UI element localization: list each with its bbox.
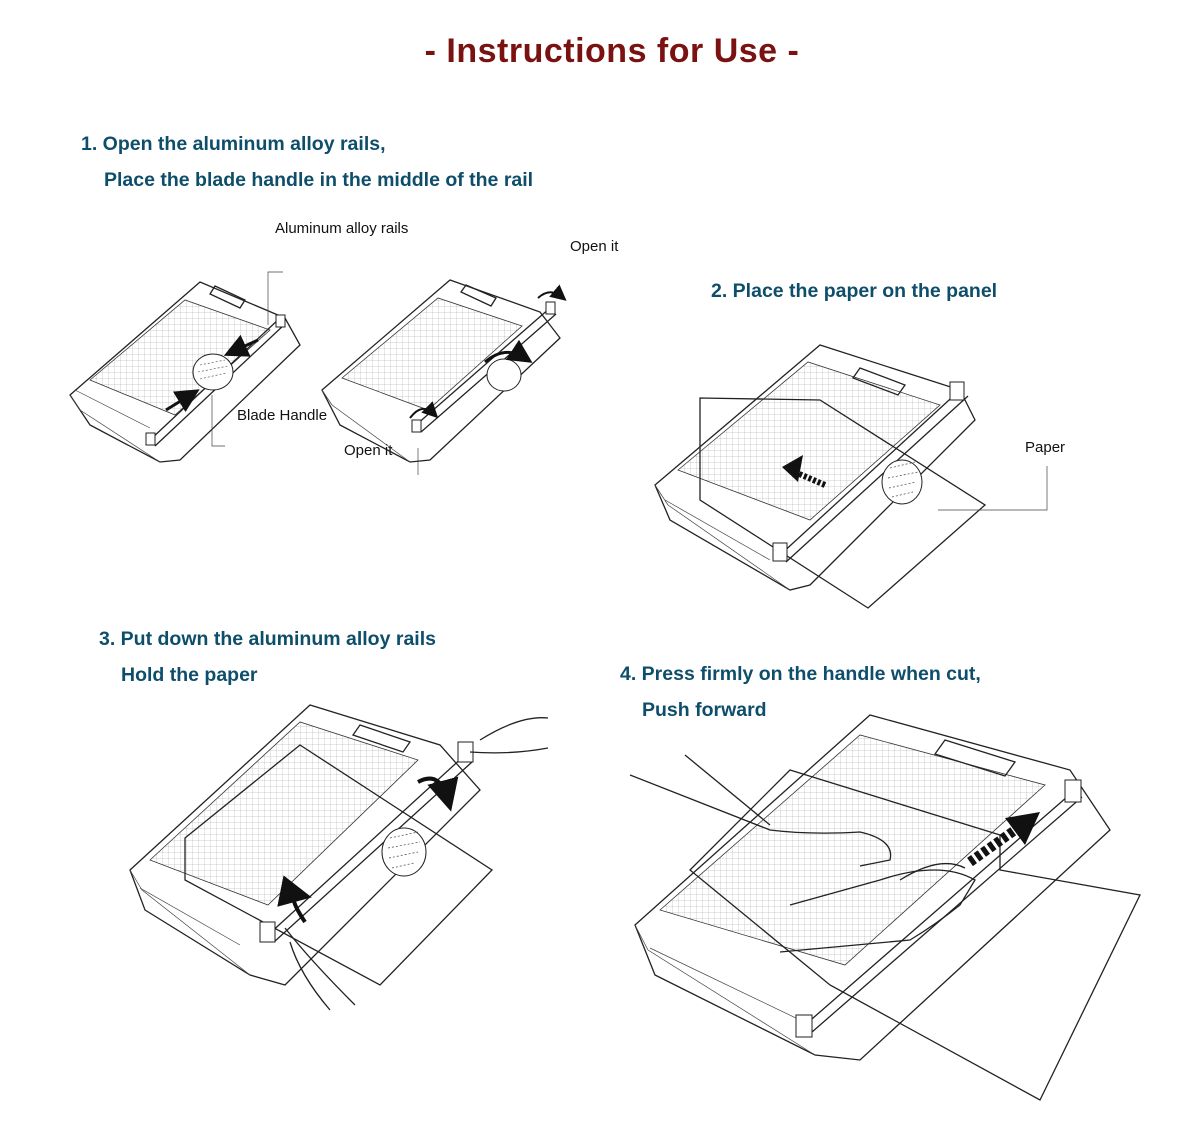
step-3-line-2: Hold the paper [121,664,258,686]
step-4: 4. Press firmly on the handle when cut, … [620,656,981,728]
cutter-illustration-1b [321,279,567,475]
step-2-line-1: 2. Place the paper on the panel [711,280,998,302]
cutter-illustration-3 [129,704,549,1011]
step-3: 3. Put down the aluminum alloy rails Hol… [99,621,436,693]
label-paper: Paper [1025,439,1066,456]
step-1: 1. Open the aluminum alloy rails, Place … [81,126,533,198]
step-4-line-2: Push forward [642,699,767,721]
label-aluminum-rails: Aluminum alloy rails [275,220,409,237]
step-4-line-1: 4. Press firmly on the handle when cut, [620,663,981,685]
step-3-line-1: 3. Put down the aluminum alloy rails [99,628,436,650]
label-open-it-top: Open it [570,238,619,255]
cutter-illustration-1a [69,271,301,463]
step-1-line-2: Place the blade handle in the middle of … [104,169,534,191]
step-2: 2. Place the paper on the panel [711,273,997,309]
step-1-line-1: 1. Open the aluminum alloy rails, [81,133,386,155]
cutter-illustration-2 [654,344,1048,609]
label-blade-handle: Blade Handle [237,407,328,424]
cutter-illustration-4 [629,714,1141,1101]
page-title: - Instructions for Use - [424,32,800,70]
